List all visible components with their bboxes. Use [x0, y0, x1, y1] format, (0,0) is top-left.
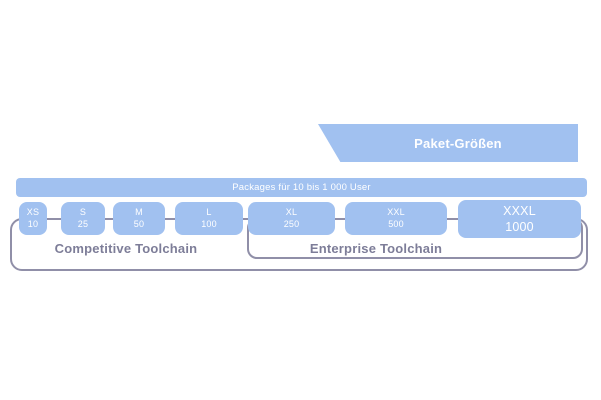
user-range-label: Packages für 10 bis 1 000 User — [232, 182, 371, 193]
package-size-label: XXL — [387, 207, 405, 217]
package-user-count: 25 — [77, 218, 89, 229]
package-user-count: 50 — [133, 218, 145, 229]
package-box-xs: XS 10 — [19, 202, 47, 235]
package-box-xl: XL 250 — [248, 202, 335, 235]
package-size-label: S — [79, 207, 87, 217]
package-user-count: 500 — [388, 218, 404, 229]
package-user-count: 1000 — [505, 220, 534, 234]
package-size-label: L — [206, 207, 212, 217]
package-user-count: 250 — [283, 218, 300, 229]
package-size-label: XS — [26, 207, 40, 217]
package-size-label: XXXL — [503, 204, 536, 218]
package-user-count: 100 — [201, 218, 217, 229]
package-user-count: 10 — [27, 218, 39, 229]
title-ribbon: Paket-Größen — [318, 124, 578, 162]
package-box-s: S 25 — [61, 202, 105, 235]
enterprise-toolchain-label: Enterprise Toolchain — [309, 241, 443, 256]
user-range-bar: Packages für 10 bis 1 000 User — [16, 178, 587, 197]
package-box-xxxl: XXXL 1000 — [458, 200, 581, 238]
package-size-label: XL — [285, 207, 298, 217]
package-box-m: M 50 — [113, 202, 165, 235]
package-box-l: L 100 — [175, 202, 243, 235]
package-box-xxl: XXL 500 — [345, 202, 447, 235]
package-size-label: M — [135, 207, 143, 217]
competitive-toolchain-label: Competitive Toolchain — [54, 241, 198, 256]
diagram-title: Paket-Größen — [414, 135, 502, 151]
